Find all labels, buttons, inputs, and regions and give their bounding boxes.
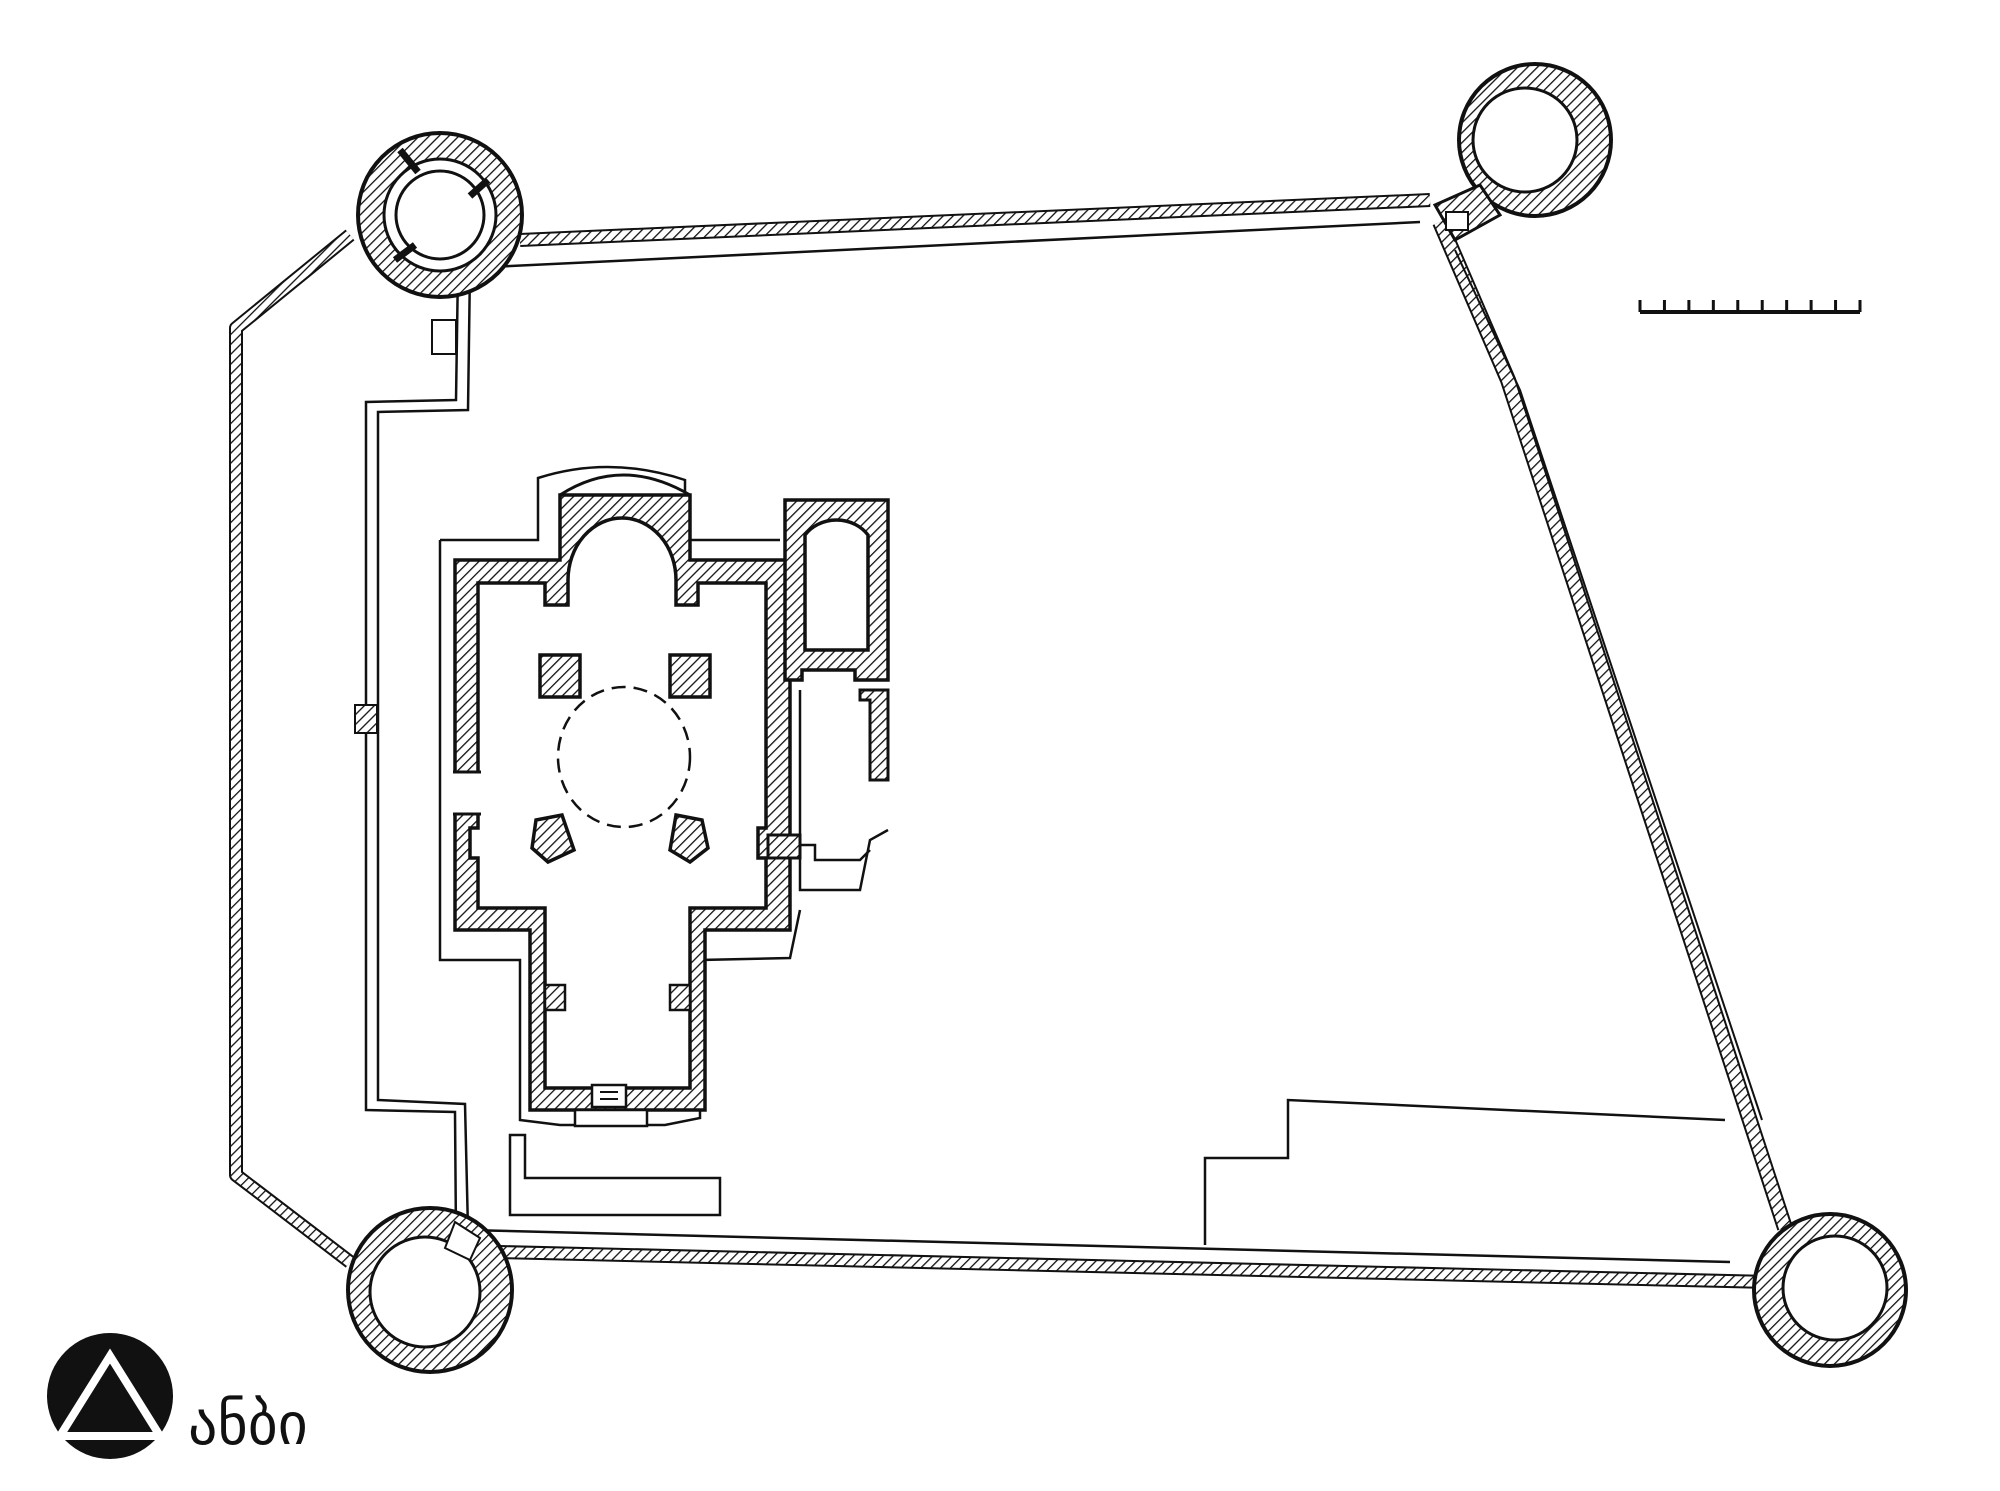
pier-northwest (538, 653, 582, 699)
scale-bar (1638, 300, 1862, 314)
fortress-walls (229, 193, 1793, 1289)
triangle-in-circle-logo (47, 1333, 173, 1459)
pier-northeast (668, 653, 712, 699)
logo-text: ანბი (188, 1390, 308, 1458)
dome-projection (556, 685, 692, 829)
ruin-outlines (508, 1098, 1726, 1245)
church-walls (453, 493, 792, 1112)
tower-southeast (1752, 1212, 1908, 1368)
main-church (438, 465, 802, 1128)
chapel-annex (766, 498, 890, 892)
pier-southeast (668, 812, 710, 865)
tower-northwest (356, 131, 524, 299)
pier-southwest (530, 812, 577, 865)
tower-southwest (346, 1206, 514, 1374)
ruin-south-l-shape (508, 1133, 722, 1217)
ruin-southeast-block (1203, 1098, 1726, 1245)
west-wall (229, 229, 355, 1268)
tower-northeast (1432, 62, 1613, 243)
